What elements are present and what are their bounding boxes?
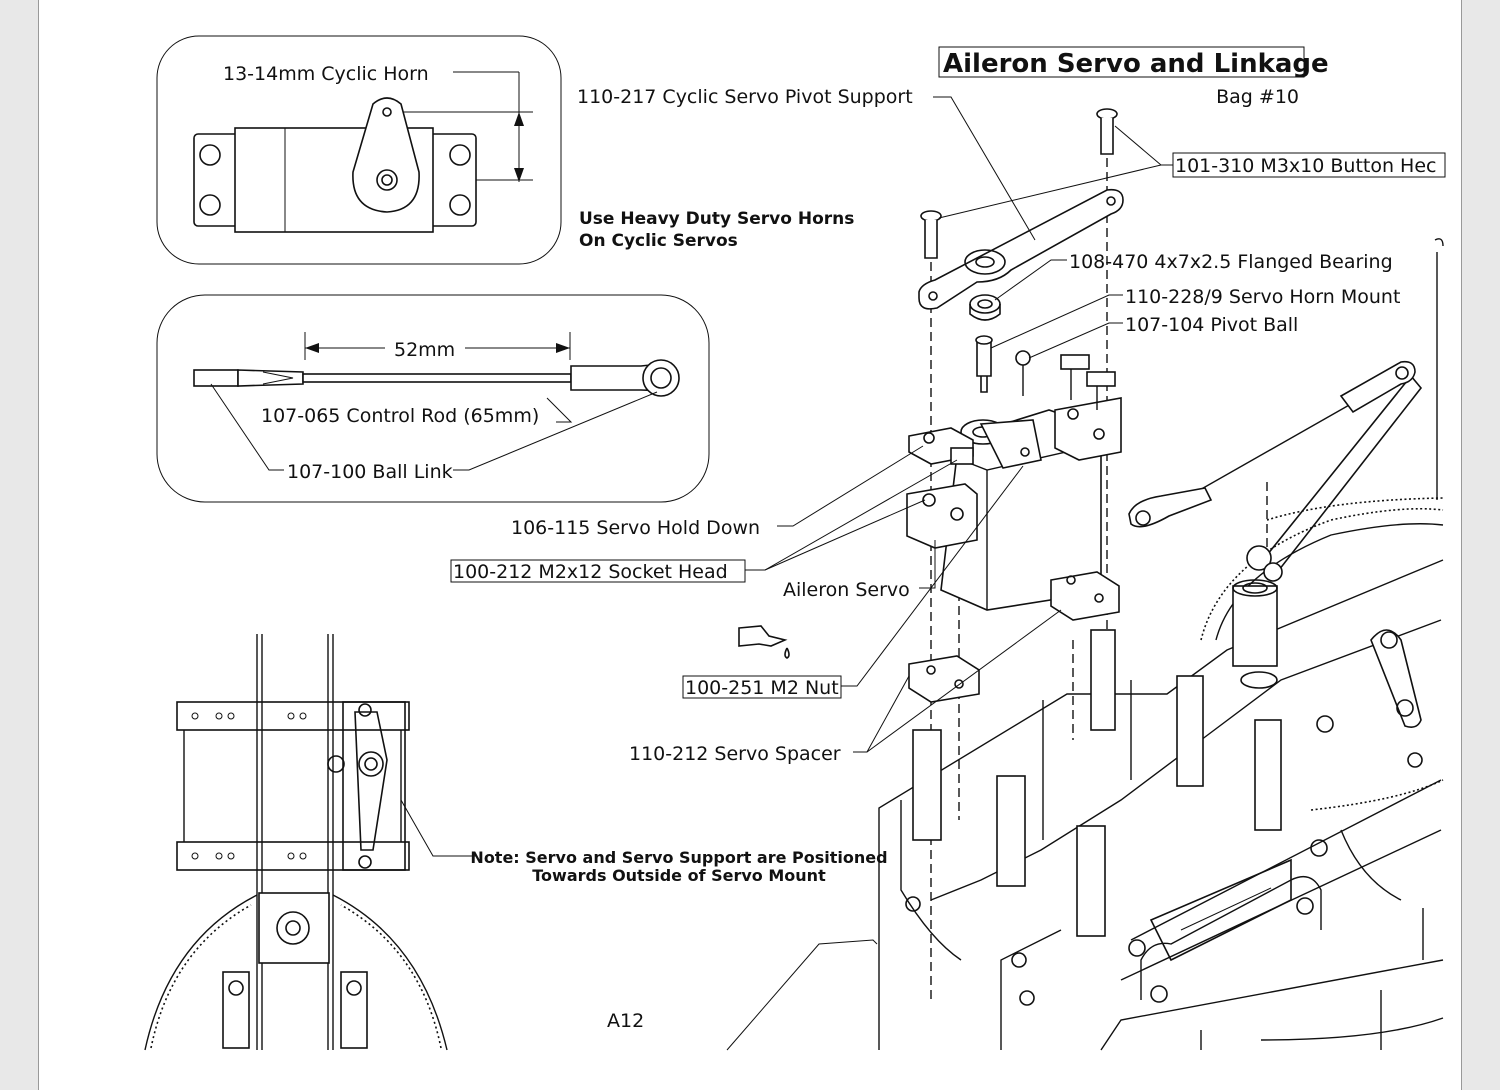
ball-link-label: 107-100 Ball Link [287,461,453,483]
hold-down-label: 106-115 Servo Hold Down [511,517,760,539]
exploded-assembly [726,108,1444,1051]
aileron-servo-label: Aileron Servo [783,579,910,601]
note-line2: Towards Outside of Servo Mount [532,866,826,885]
button-head-screws [920,108,1118,259]
socket-head-label: 100-212 M2x12 Socket Head [453,561,728,583]
note-line1: Note: Servo and Servo Support are Positi… [470,848,887,867]
drawing-sheet: Aileron Servo and Linkage Bag #10 13-14m… [38,0,1462,1090]
servo-spacer-label: 110-212 Servo Spacer [629,743,841,765]
heavy-duty-note-line2: On Cyclic Servos [579,231,738,251]
servo-mount-frame [878,559,1444,1051]
inset-control-rod: 52mm 107-065 Control Rod (65mm) 107-100 … [156,294,710,503]
assembly-drawing: Aileron Servo and Linkage Bag #10 13-14m… [144,35,1446,1051]
page-number: A12 [607,1010,644,1032]
pivot-ball-label: 107-104 Pivot Ball [1125,314,1298,336]
horn-mount-label: 110-228/9 Servo Horn Mount [1125,286,1400,308]
flanged-bearing-label: 108-470 4x7x2.5 Flanged Bearing [1069,251,1393,273]
threadlock-bottle-icon [738,625,788,647]
button-head-label: 101-310 M3x10 Button Hec [1175,155,1436,177]
inset-cyclic-horn: 13-14mm Cyclic Horn Use Heavy Duty Servo… [156,35,854,265]
main-gear [1200,497,1444,960]
bag-label: Bag #10 [1216,86,1299,108]
inset-servo-position-view: Note: Servo and Servo Support are Positi… [144,634,888,1051]
control-rod-label: 107-065 Control Rod (65mm) [261,405,539,427]
m2-nut-label: 100-251 M2 Nut [685,677,839,699]
cyclic-horn-label: 13-14mm Cyclic Horn [223,63,429,85]
heavy-duty-note-line1: Use Heavy Duty Servo Horns [579,209,854,229]
right-linkage [1128,238,1444,768]
pivot-support-arm [918,188,1124,310]
rod-length-label: 52mm [394,339,455,361]
page-title: Aileron Servo and Linkage [943,49,1329,79]
pivot-support-label: 110-217 Cyclic Servo Pivot Support [577,86,913,108]
title-box [938,46,1305,78]
